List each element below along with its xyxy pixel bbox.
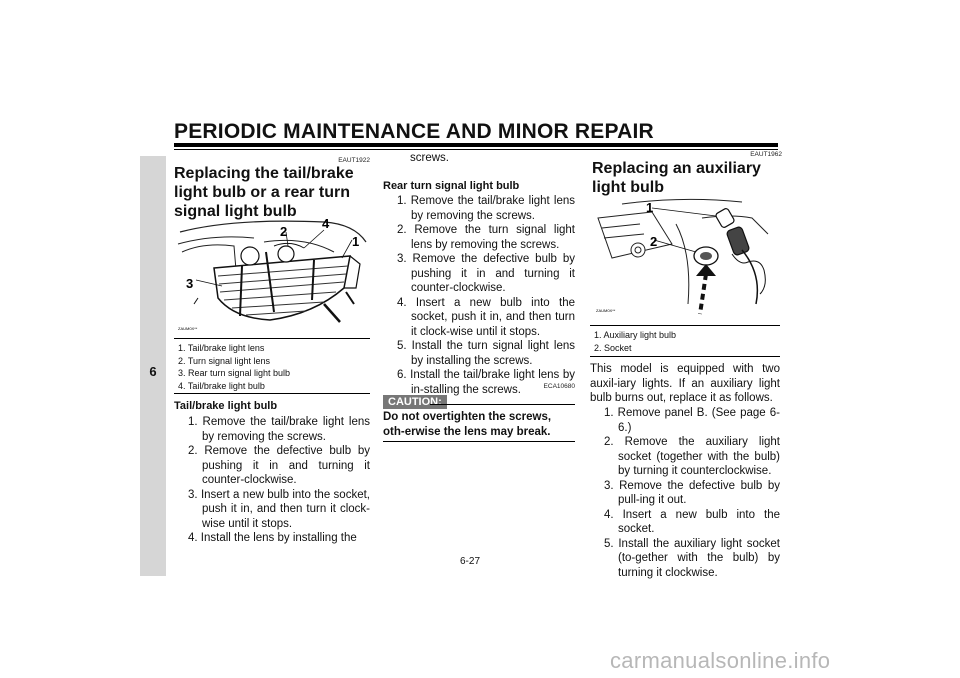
- caption-item: 2. Turn signal light lens: [178, 355, 271, 366]
- caution-badge: CAUTION:: [383, 395, 447, 409]
- caption-item: 1. Tail/brake light lens: [178, 343, 265, 353]
- caption-rule: [590, 325, 780, 326]
- page-number: 6-27: [460, 556, 481, 567]
- figure-captions: 1. Auxiliary light bulb 2. Socket: [594, 329, 780, 354]
- callout-4: 4: [322, 216, 330, 231]
- step-item: 1. Remove panel B. (See page 6-6.): [604, 407, 780, 434]
- tail-light-illustration: 2 4 1 3 ZAUM0X**: [177, 216, 367, 331]
- section-heading: Replacing an auxiliary light bulb: [592, 160, 761, 196]
- callout-1: 1: [646, 200, 653, 215]
- callout-1: 1: [352, 234, 359, 249]
- caption-item: 1. Auxiliary light bulb: [594, 330, 677, 340]
- auxiliary-light-illustration: 1 2 ZAUM0X**: [596, 198, 769, 315]
- callout-2: 2: [650, 234, 657, 249]
- step-item: 3. Remove the defective bulb by pull-ing…: [604, 479, 780, 507]
- step-item: 5. Install the auxiliary light socket (t…: [604, 537, 780, 579]
- caption-item: 2. Socket: [594, 342, 632, 353]
- figure-code: ZAUM0X**: [596, 308, 616, 313]
- chapter-number: 6: [149, 364, 157, 379]
- section-heading: Replacing the tail/brake light bulb or a…: [174, 165, 354, 220]
- auxiliary-light-figure: 1 2 ZAUM0X**: [592, 194, 780, 322]
- intro-paragraph: This model is equipped with two auxil-ia…: [590, 363, 780, 404]
- step-item: 6. Install the tail/brake light lens by …: [397, 369, 575, 396]
- step-item: 2. Remove the auxiliary light socket (to…: [604, 436, 780, 477]
- callout-3: 3: [186, 276, 193, 291]
- caption-item: 3. Rear turn signal light bulb: [178, 368, 291, 378]
- steps-list: 1. Remove panel B. (See page 6-6.) 2. Re…: [590, 406, 780, 580]
- callout-2: 2: [280, 224, 287, 239]
- subheading: Rear turn signal light bulb: [383, 180, 520, 192]
- page-title: PERIODIC MAINTENANCE AND MINOR REPAIR: [174, 120, 654, 143]
- step-item: 5. Install the turn signal light lens by…: [397, 340, 575, 367]
- continued-text: screws.: [410, 152, 449, 164]
- caution-code: ECA10680: [543, 383, 575, 390]
- step-item: 1. Remove the tail/brake light lens by r…: [397, 195, 575, 222]
- steps-list: 1. Remove the tail/brake light lens by r…: [383, 194, 575, 397]
- step-item: 3. Remove the defective bulb by pushing …: [397, 253, 575, 294]
- figure-code: ZAUM0X**: [178, 326, 198, 331]
- chapter-tab: [140, 156, 166, 576]
- caution-badge-wrap: CAUTION:: [383, 392, 447, 410]
- figure-captions: 1. Tail/brake light lens 2. Turn signal …: [178, 342, 374, 392]
- step-item: 4. Insert a new bulb into the socket.: [604, 508, 780, 536]
- section-code: EAUT1962: [750, 151, 782, 158]
- step-item: 2. Remove the turn signal light lens by …: [397, 224, 575, 251]
- step-item: 2. Remove the defective bulb by pushing …: [188, 445, 370, 486]
- subheading: Tail/brake light bulb: [174, 400, 278, 412]
- header-rule: [174, 143, 778, 147]
- caution-rule: [383, 441, 575, 442]
- caption-rule: [174, 338, 370, 339]
- header-rule-thin: [174, 149, 778, 150]
- caution-text: Do not overtighten the screws, oth-erwis…: [383, 411, 552, 438]
- steps-list: 1. Remove the tail/brake light lens by r…: [174, 415, 370, 546]
- step-item: 4. Insert a new bulb into the socket, pu…: [397, 296, 575, 338]
- step-item: 3. Insert a new bulb into the socket, pu…: [188, 488, 370, 530]
- watermark: carmanualsonline.info: [610, 648, 831, 673]
- caution-rule: [430, 404, 575, 405]
- caption-rule: [590, 356, 780, 357]
- section-code: EAUT1922: [338, 157, 370, 164]
- caption-rule: [174, 393, 370, 394]
- step-item: 1. Remove the tail/brake light lens by r…: [188, 416, 370, 443]
- caption-item: 4. Tail/brake light bulb: [178, 380, 265, 391]
- tail-light-figure: 2 4 1 3 ZAUM0X**: [174, 212, 370, 336]
- step-item: 4. Install the lens by installing the: [188, 532, 357, 544]
